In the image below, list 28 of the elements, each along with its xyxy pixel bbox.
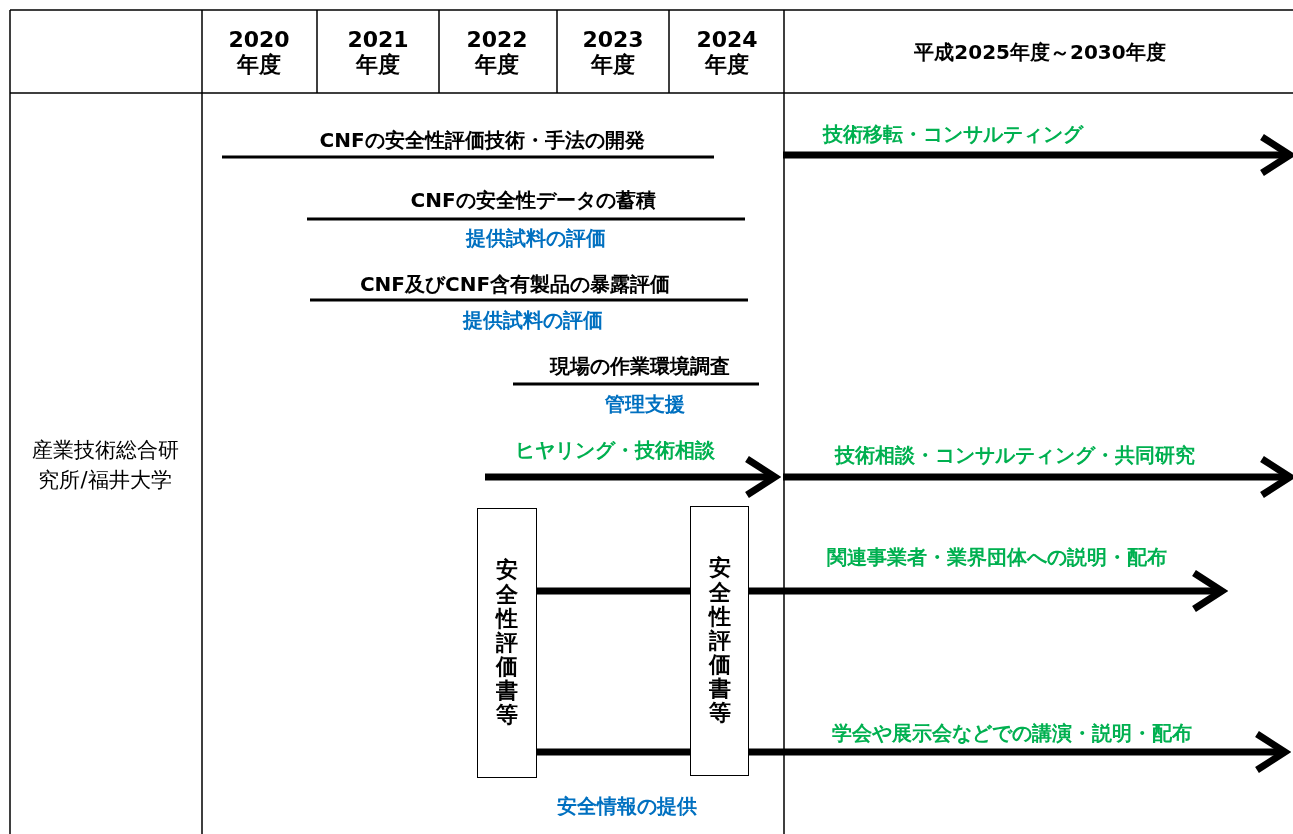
task-note: 提供試料の評価 — [463, 308, 603, 332]
document-label: 安全性評価書等 — [708, 556, 731, 726]
task-note: 安全情報の提供 — [557, 794, 697, 818]
column-header: 2023年度 — [581, 26, 645, 78]
phase-label: 学会や展示会などでの講演・説明・配布 — [832, 721, 1192, 745]
task-note: 管理支援 — [605, 392, 685, 416]
document-box — [690, 506, 749, 776]
column-header: 2021年度 — [346, 26, 410, 78]
column-header: 2020年度 — [227, 26, 291, 78]
phase-label: 技術相談・コンサルティング・共同研究 — [835, 443, 1195, 467]
phase-label: 関連事業者・業界団体への説明・配布 — [827, 545, 1167, 569]
column-header: 2022年度 — [465, 26, 529, 78]
task-label: 現場の作業環境調査 — [550, 354, 730, 378]
task-label: CNF及びCNF含有製品の暴露評価 — [359, 272, 671, 296]
arrow — [749, 569, 1226, 613]
task-label: CNFの安全性データの蓄積 — [410, 188, 656, 212]
phase-label: 技術移転・コンサルティング — [823, 122, 1083, 146]
column-header: 2024年度 — [695, 26, 759, 78]
column-header: 平成2025年度～2030年度 — [914, 40, 1166, 64]
connector-line — [537, 748, 690, 756]
document-box — [477, 508, 537, 778]
phase-label: ヒヤリング・技術相談 — [515, 438, 715, 462]
row-header: 産業技術総合研究所/福井大学 — [30, 436, 180, 494]
task-note: 提供試料の評価 — [466, 226, 606, 250]
document-label: 安全性評価書等 — [496, 558, 518, 728]
arrow — [749, 730, 1289, 774]
connector-line — [537, 587, 690, 595]
task-label: CNFの安全性評価技術・手法の開発 — [319, 128, 645, 152]
